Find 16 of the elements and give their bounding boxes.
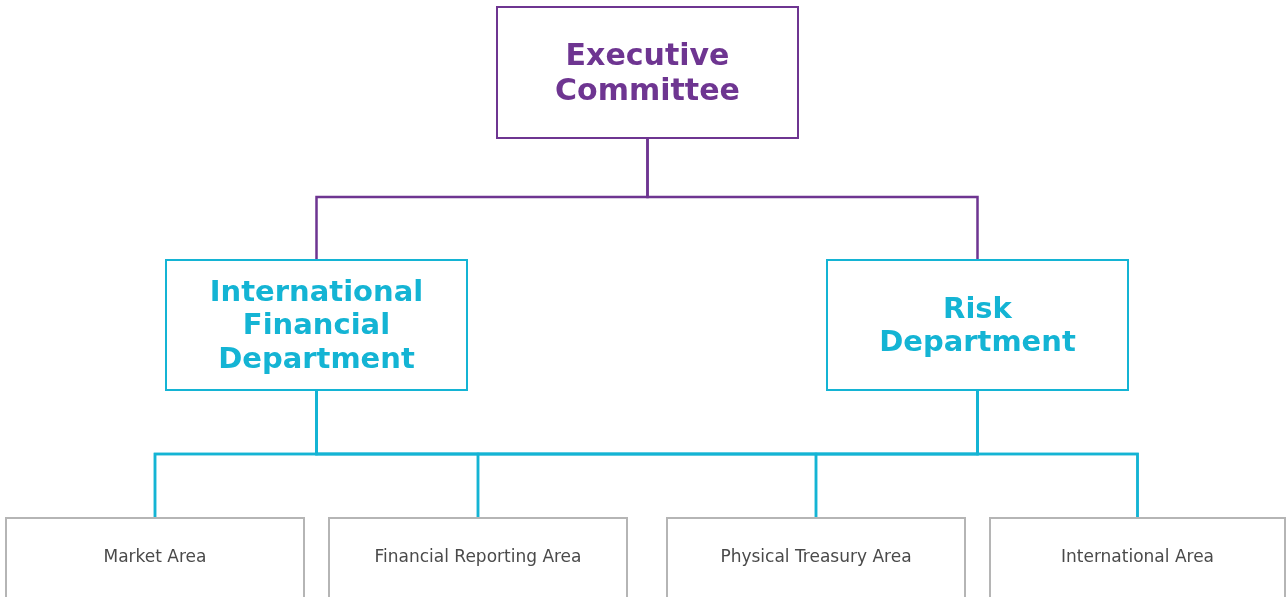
- node-label: Risk Department: [878, 291, 1077, 359]
- node-label: Financial Reporting Area: [374, 547, 582, 567]
- area-box: [989, 517, 1286, 597]
- area-box: [328, 517, 628, 597]
- node-label: Market Area: [103, 547, 207, 567]
- node-label: International Area: [1061, 547, 1214, 567]
- connector-line: [976, 391, 1139, 517]
- department-box: [165, 259, 468, 391]
- node-label: International Financial Department: [208, 275, 425, 375]
- connector-line: [646, 139, 979, 259]
- executive-box: [496, 6, 799, 139]
- area-box: [5, 517, 305, 597]
- node-label: Physical Treasury Area: [720, 547, 912, 567]
- area-box: [666, 517, 966, 597]
- department-box: [826, 259, 1129, 391]
- node-label: Executive Committee: [554, 38, 741, 107]
